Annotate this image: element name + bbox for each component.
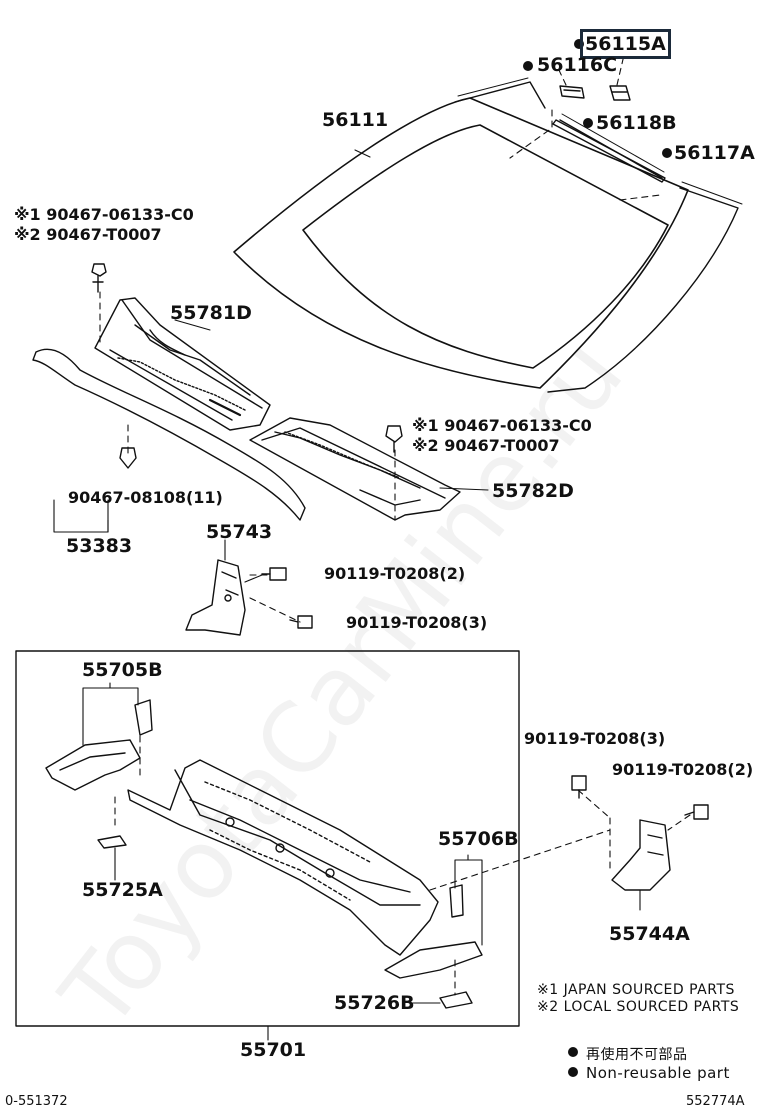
label-55701[interactable]: 55701 [240, 1039, 307, 1061]
retainer-56116C[interactable] [559, 85, 585, 99]
cowl-panel-55701[interactable] [127, 759, 439, 956]
label-clip-japan-upper[interactable]: ※1 90467-06133-C0 [14, 205, 194, 224]
hood-seal-53383[interactable] [32, 348, 306, 521]
clip-middle[interactable] [119, 447, 137, 469]
bolt-55744A-right[interactable] [684, 804, 709, 820]
label-clip-local-upper[interactable]: ※2 90467-T0007 [14, 225, 162, 244]
label-bolt-lower[interactable]: 90119-T0208(3) [346, 613, 488, 632]
windshield-glass[interactable] [233, 97, 689, 389]
bracket-55705B[interactable] [45, 699, 153, 791]
spacer-55725A[interactable] [97, 835, 127, 849]
note-japan-sourced: ※1 JAPAN SOURCED PARTS [537, 982, 735, 998]
label-bolt-right-upper[interactable]: 90119-T0208(3) [524, 729, 666, 748]
label-56116C[interactable]: 56116C [537, 54, 618, 76]
label-56117A[interactable]: 56117A [674, 142, 755, 164]
bolt-55744A-left[interactable] [571, 775, 587, 799]
figure-id-right: 552774A [686, 1094, 745, 1109]
label-90467-08108[interactable]: 90467-08108(11) [68, 488, 223, 507]
label-55705B[interactable]: 55705B [82, 659, 163, 681]
label-56118B[interactable]: 56118B [596, 112, 677, 134]
cowl-vent-55781D[interactable] [94, 297, 271, 431]
molding-strip-56118B[interactable] [552, 119, 666, 183]
retainer-56115A[interactable] [609, 85, 631, 101]
label-56111[interactable]: 56111 [322, 109, 389, 131]
bracket-55706B[interactable] [384, 884, 483, 979]
legend-non-reusable-en: Non-reusable part [586, 1064, 730, 1082]
label-clip-japan-lower[interactable]: ※1 90467-06133-C0 [412, 416, 592, 435]
note-local-sourced: ※2 LOCAL SOURCED PARTS [537, 999, 740, 1015]
cowl-vent-55782D[interactable] [249, 417, 461, 521]
figure-id-left: 0-551372 [5, 1094, 68, 1109]
label-bolt-upper[interactable]: 90119-T0208(2) [324, 564, 466, 583]
label-53383[interactable]: 53383 [66, 535, 133, 557]
label-55706B[interactable]: 55706B [438, 828, 519, 850]
clip-right[interactable] [385, 425, 403, 453]
bolt-55743-upper[interactable] [261, 567, 287, 581]
legend-non-reusable-jp: 再使用不可部品 [586, 1047, 688, 1063]
label-55782D[interactable]: 55782D [492, 480, 574, 502]
clip-upper-left[interactable] [91, 263, 107, 293]
bolt-55743-lower[interactable] [289, 615, 313, 629]
label-55744A[interactable]: 55744A [609, 923, 690, 945]
bracket-55743[interactable] [185, 559, 246, 636]
label-55781D[interactable]: 55781D [170, 302, 252, 324]
label-bolt-right-lower[interactable]: 90119-T0208(2) [612, 760, 754, 779]
label-clip-local-lower[interactable]: ※2 90467-T0007 [412, 436, 560, 455]
spacer-55726B[interactable] [439, 991, 473, 1009]
label-56115A[interactable]: 56115A [580, 29, 671, 59]
label-55725A[interactable]: 55725A [82, 879, 163, 901]
label-55743[interactable]: 55743 [206, 521, 273, 543]
label-55726B[interactable]: 55726B [334, 992, 415, 1014]
bracket-55744A[interactable] [611, 819, 671, 891]
non-reusable-markers [523, 39, 672, 1077]
